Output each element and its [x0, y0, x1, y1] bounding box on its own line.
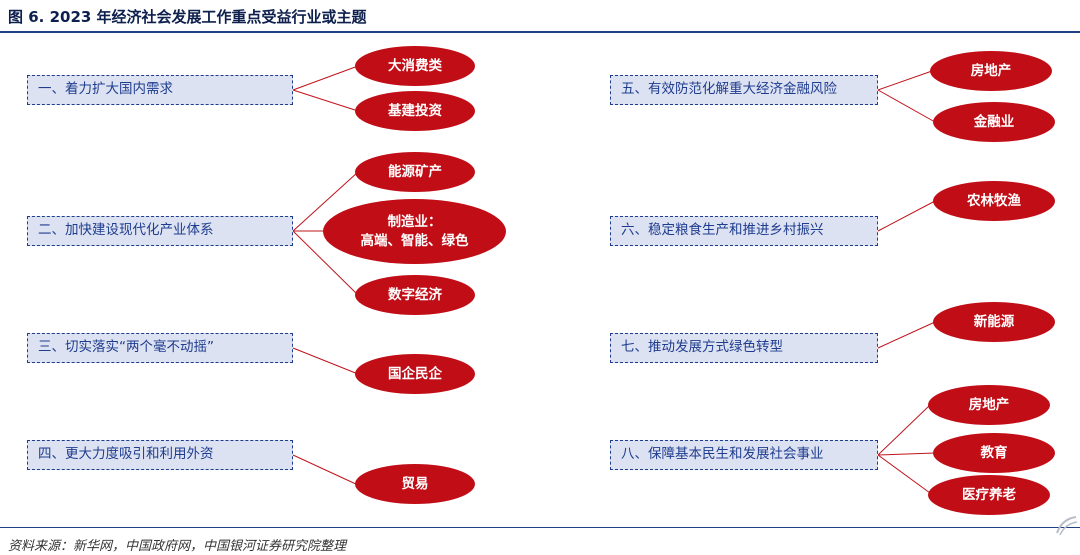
title-rule	[0, 31, 1080, 33]
sector-oval: 医疗养老	[928, 475, 1050, 515]
priority-box-2: 二、加快建设现代化产业体系	[27, 216, 293, 246]
connector	[292, 454, 359, 486]
figure-title: 图 6. 2023 年经济社会发展工作重点受益行业或主题	[8, 8, 367, 26]
connector	[877, 89, 936, 123]
priority-box-5: 五、有效防范化解重大经济金融风险	[610, 75, 878, 105]
sector-oval: 能源矿产	[355, 152, 475, 192]
sector-oval: 农林牧渔	[933, 181, 1055, 221]
sector-oval: 房地产	[930, 51, 1052, 91]
sector-label: 农林牧渔	[967, 192, 1021, 209]
source-note: 资料来源：新华网，中国政府网，中国银河证券研究院整理	[8, 539, 347, 554]
sector-label: 金融业	[973, 113, 1015, 130]
priority-box-8: 八、保障基本民生和发展社会事业	[610, 440, 878, 470]
connector	[292, 65, 359, 91]
sector-label: 新能源	[973, 313, 1015, 330]
priority-box-7: 七、推动发展方式绿色转型	[610, 333, 878, 363]
sector-label: 制造业： 高端、智能、绿色	[360, 213, 469, 249]
sector-label: 房地产	[968, 396, 1010, 413]
connector	[877, 404, 931, 456]
connector	[877, 454, 931, 494]
connector	[877, 70, 933, 91]
sector-oval: 金融业	[933, 102, 1055, 142]
sector-oval: 房地产	[928, 385, 1050, 425]
sector-oval: 数字经济	[355, 275, 475, 315]
sector-oval: 国企民企	[355, 354, 475, 394]
connector	[877, 200, 936, 232]
sector-label: 医疗养老	[962, 486, 1016, 503]
connector	[877, 321, 936, 349]
priority-box-1: 一、着力扩大国内需求	[27, 75, 293, 105]
footer-rule	[0, 527, 1080, 528]
sector-label: 数字经济	[388, 286, 442, 303]
connector	[292, 89, 359, 112]
sector-oval: 基建投资	[355, 91, 475, 131]
sector-oval: 制造业： 高端、智能、绿色	[323, 199, 506, 264]
sector-label: 教育	[980, 444, 1008, 461]
sector-oval: 贸易	[355, 464, 475, 504]
connector	[292, 171, 359, 232]
sector-oval: 大消费类	[355, 46, 475, 86]
sector-oval: 教育	[933, 433, 1055, 473]
swirl-icon	[1056, 516, 1078, 536]
connector	[877, 452, 936, 456]
sector-label: 国企民企	[388, 365, 442, 382]
sector-label: 大消费类	[388, 57, 442, 74]
sector-oval: 新能源	[933, 302, 1055, 342]
sector-label: 贸易	[401, 475, 429, 492]
priority-box-3: 三、切实落实“两个毫不动摇”	[27, 333, 293, 363]
sector-label: 能源矿产	[388, 163, 442, 180]
sector-label: 房地产	[970, 62, 1012, 79]
priority-box-6: 六、稳定粮食生产和推进乡村振兴	[610, 216, 878, 246]
connector	[292, 347, 359, 375]
sector-label: 基建投资	[388, 102, 442, 119]
priority-box-4: 四、更大力度吸引和利用外资	[27, 440, 293, 470]
connector	[292, 230, 359, 296]
